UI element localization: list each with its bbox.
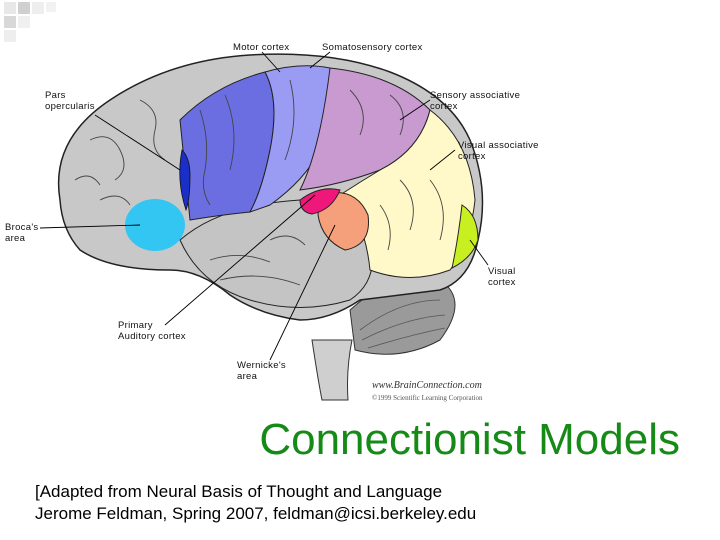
label-pars-opercularis-line2: opercularis xyxy=(45,101,95,112)
credit-line-2: Jerome Feldman, Spring 2007, feldman@ics… xyxy=(35,504,477,523)
label-wernickes-area-line1: Wernicke's xyxy=(237,360,286,371)
label-visual-associative-line1: Visual associative xyxy=(458,140,539,151)
credit-block: [Adapted from Neural Basis of Thought an… xyxy=(35,481,476,525)
label-pars-opercularis-line1: Pars xyxy=(45,90,66,101)
label-wernickes-area-line2: area xyxy=(237,371,258,382)
broca-region xyxy=(125,199,185,251)
visual-cortex-region xyxy=(451,204,479,269)
slide-corner-decoration xyxy=(4,2,56,42)
watermark-copyright: ©1999 Scientific Learning Corporation xyxy=(372,394,483,402)
label-pars-opercularis: Pars opercularis xyxy=(45,90,95,112)
label-motor-cortex: Motor cortex xyxy=(233,42,290,53)
label-visual-associative: Visual associative cortex xyxy=(458,140,539,162)
label-visual-cortex-line1: Visual xyxy=(488,266,516,277)
label-wernickes-area: Wernicke's area xyxy=(237,360,286,382)
label-sensory-associative-line2: cortex xyxy=(430,101,458,112)
label-primary-auditory-line2: Auditory cortex xyxy=(118,331,186,342)
label-visual-associative-line2: cortex xyxy=(458,151,486,162)
label-primary-auditory-line1: Primary xyxy=(118,320,153,331)
label-brocas-area: Broca's area xyxy=(5,222,38,244)
brainstem xyxy=(311,339,353,401)
slide-title: Connectionist Models xyxy=(259,415,680,464)
pars-opercularis-region xyxy=(179,149,191,212)
watermark-site: www.BrainConnection.com xyxy=(372,380,482,391)
label-visual-cortex-line2: cortex xyxy=(488,277,516,288)
somatosensory-region xyxy=(248,65,334,213)
auditory-cortex-region xyxy=(317,192,370,251)
label-sensory-associative-line1: Sensory associative xyxy=(430,90,521,101)
label-primary-auditory: Primary Auditory cortex xyxy=(118,320,186,342)
label-sensory-associative: Sensory associative cortex xyxy=(430,90,520,112)
label-brocas-area-line2: area xyxy=(5,233,26,244)
label-brocas-area-line1: Broca's xyxy=(5,222,39,233)
label-visual-cortex: Visual cortex xyxy=(488,266,516,288)
label-somatosensory-cortex: Somatosensory cortex xyxy=(322,42,423,53)
wernicke-region xyxy=(299,188,341,215)
credit-line-1: [Adapted from Neural Basis of Thought an… xyxy=(35,482,443,501)
